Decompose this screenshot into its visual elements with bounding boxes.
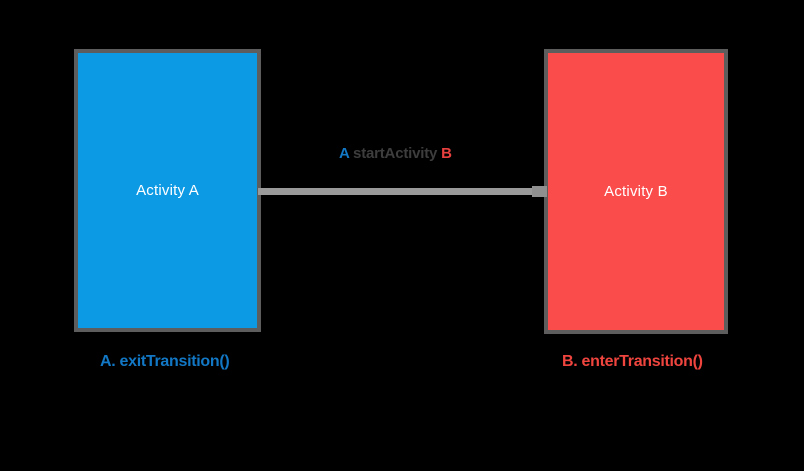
activity-b-node[interactable]: Activity B <box>544 49 728 334</box>
transition-arrow <box>258 186 548 197</box>
edge-label-target: B <box>441 145 452 162</box>
edge-label: A startActivity B <box>339 146 452 161</box>
activity-b-caption: B. enterTransition() <box>562 353 703 370</box>
edge-label-middle: startActivity <box>349 145 442 162</box>
arrow-line <box>258 188 539 195</box>
activity-a-label: Activity A <box>136 182 199 199</box>
activity-b-label: Activity B <box>604 183 668 200</box>
activity-a-node[interactable]: Activity A <box>74 49 261 332</box>
arrow-head-icon <box>532 186 547 197</box>
edge-label-source: A <box>339 145 350 162</box>
activity-a-caption: A. exitTransition() <box>100 353 230 370</box>
